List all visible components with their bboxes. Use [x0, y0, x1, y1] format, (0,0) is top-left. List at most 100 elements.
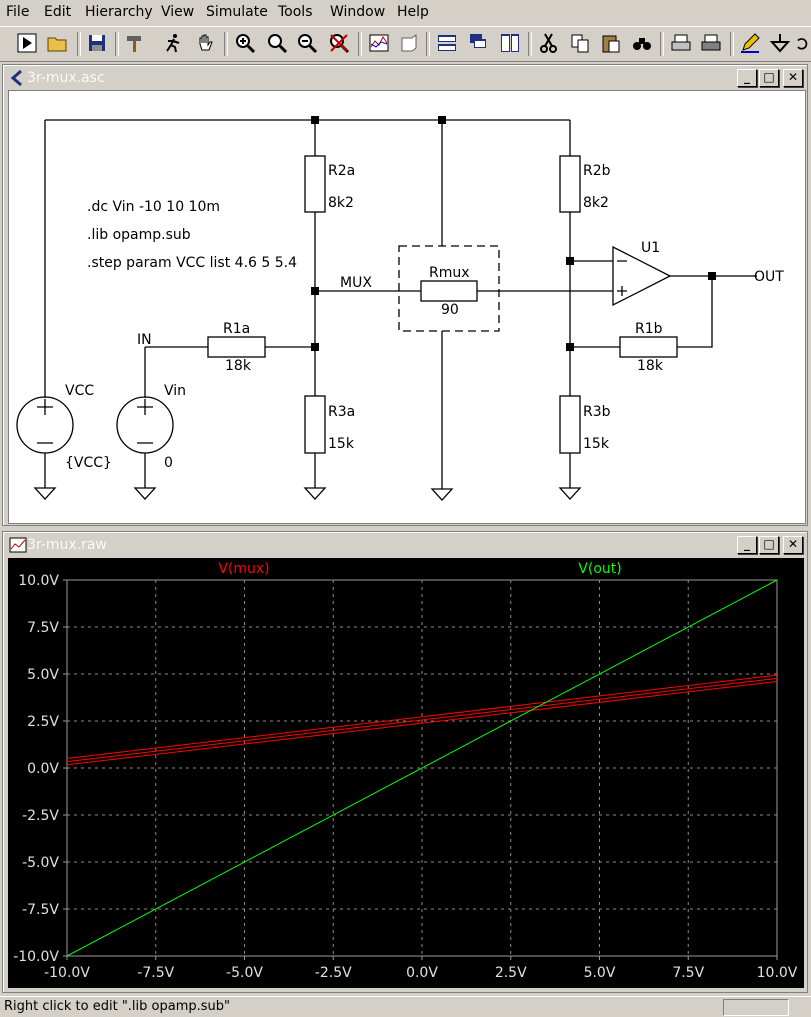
junction-dot — [566, 343, 574, 351]
resistor-r1a[interactable] — [207, 336, 266, 358]
undo-icon[interactable] — [793, 30, 811, 56]
r1b-value: 18k — [637, 358, 664, 374]
wire — [677, 276, 713, 348]
tile-icon[interactable] — [497, 30, 523, 56]
y-tick-label: 5.0V — [27, 667, 59, 683]
r2b-value: 8k2 — [583, 195, 609, 211]
minimize-button[interactable]: _ — [737, 69, 757, 87]
waveform-title-bar[interactable]: 3r-mux.raw _ □ ✕ — [5, 534, 805, 556]
find-icon[interactable] — [629, 30, 655, 56]
y-tick-label: -2.5V — [22, 808, 59, 824]
resistor-r2a[interactable] — [304, 155, 326, 213]
cascade-icon[interactable] — [466, 30, 492, 56]
vcc-name: VCC — [65, 383, 94, 399]
copy-icon[interactable] — [567, 30, 593, 56]
print-setup-icon[interactable] — [698, 30, 724, 56]
paste-icon[interactable] — [598, 30, 624, 56]
y-tick-label: -5.0V — [22, 855, 59, 871]
maximize-button[interactable]: □ — [759, 536, 779, 554]
zoom-cancel-icon[interactable] — [326, 30, 352, 56]
plus-minus-icon — [137, 399, 153, 444]
resistor-r2b[interactable] — [559, 155, 581, 213]
voltage-source-vin[interactable] — [116, 396, 174, 454]
menu-window[interactable]: Window — [330, 4, 386, 20]
save-icon[interactable] — [84, 30, 110, 56]
u1-name: U1 — [641, 240, 660, 256]
spice-directive-lib[interactable]: .lib opamp.sub — [87, 227, 191, 243]
ground-icon[interactable] — [767, 30, 793, 56]
hammer-icon[interactable] — [122, 30, 148, 56]
wire — [44, 453, 146, 488]
print-icon[interactable] — [668, 30, 694, 56]
menu-edit[interactable]: Edit — [44, 4, 72, 20]
y-tick-label: 2.5V — [27, 714, 59, 730]
r2b-name: R2b — [583, 163, 611, 179]
resistor-r1b[interactable] — [619, 336, 678, 358]
close-button[interactable]: ✕ — [783, 536, 803, 554]
status-text: Right click to edit ".lib opamp.sub" — [4, 999, 231, 1014]
zoom-out-icon[interactable] — [294, 30, 320, 56]
waveform-title: 3r-mux.raw — [27, 537, 107, 553]
ground-icon — [33, 487, 57, 500]
run-man-icon[interactable] — [160, 30, 186, 56]
resistor-rmux[interactable] — [420, 280, 478, 302]
maximize-button[interactable]: □ — [759, 69, 779, 87]
zoom-in-icon[interactable] — [232, 30, 258, 56]
menu-bar: File Edit Hierarchy View Simulate Tools … — [0, 0, 811, 24]
ground-icon — [558, 487, 582, 500]
run-icon[interactable] — [14, 30, 40, 56]
toolbar-separator — [660, 32, 664, 56]
menu-view[interactable]: View — [161, 4, 195, 20]
ground-icon — [430, 488, 454, 501]
pencil-icon[interactable] — [737, 30, 763, 56]
opamp-u1[interactable] — [612, 245, 672, 307]
r1b-name: R1b — [635, 321, 663, 337]
net-label-out: OUT — [754, 269, 784, 285]
toolbar-separator — [358, 32, 362, 56]
waveform-icon[interactable] — [366, 30, 392, 56]
net-label-mux: MUX — [340, 275, 372, 291]
schematic-canvas[interactable]: .dc Vin -10 10 10m .lib opamp.sub .step … — [8, 90, 806, 524]
opamp-input-signs — [617, 260, 627, 296]
resistor-r3b[interactable] — [559, 395, 581, 454]
junction-dot — [311, 116, 319, 124]
toolbar — [0, 26, 811, 62]
zoom-area-icon[interactable] — [264, 30, 290, 56]
trace-label-vout[interactable]: V(out) — [578, 561, 621, 577]
plus-minus-icon — [37, 399, 53, 444]
menu-simulate[interactable]: Simulate — [206, 4, 268, 20]
schematic-icon — [10, 69, 22, 87]
menu-tools[interactable]: Tools — [278, 4, 313, 20]
waveform-window-icon — [9, 537, 27, 553]
cut-icon[interactable] — [536, 30, 562, 56]
schematic-title-bar[interactable]: 3r-mux.asc _ □ ✕ — [5, 67, 805, 89]
r3a-name: R3a — [328, 404, 355, 420]
traces — [66, 579, 778, 957]
menu-hierarchy[interactable]: Hierarchy — [85, 4, 153, 20]
rmux-dashed-box — [398, 245, 500, 332]
tile-horizontal-icon[interactable] — [434, 30, 460, 56]
trace-label-vmux[interactable]: V(mux) — [218, 561, 269, 577]
resistor-r3a[interactable] — [304, 395, 326, 454]
toolbar-separator — [426, 32, 430, 56]
menu-file[interactable]: File — [6, 4, 30, 20]
junction-dot — [311, 287, 319, 295]
hand-icon[interactable] — [192, 30, 218, 56]
spice-directive-step[interactable]: .step param VCC list 4.6 5 5.4 — [87, 255, 297, 271]
close-button[interactable]: ✕ — [783, 69, 803, 87]
voltage-source-vcc[interactable] — [16, 396, 74, 454]
grid — [63, 579, 778, 960]
r1a-value: 18k — [225, 358, 252, 374]
vin-value: 0 — [164, 455, 173, 471]
vcc-value: {VCC} — [65, 455, 112, 471]
spice-directive-dc[interactable]: .dc Vin -10 10 10m — [87, 199, 220, 215]
open-folder-icon[interactable] — [44, 30, 70, 56]
schematic-drawing: .dc Vin -10 10 10m .lib opamp.sub .step … — [16, 116, 784, 501]
3d-icon[interactable] — [396, 30, 422, 56]
junction-dot — [311, 343, 319, 351]
minimize-button[interactable]: _ — [737, 536, 757, 554]
menu-help[interactable]: Help — [397, 4, 429, 20]
